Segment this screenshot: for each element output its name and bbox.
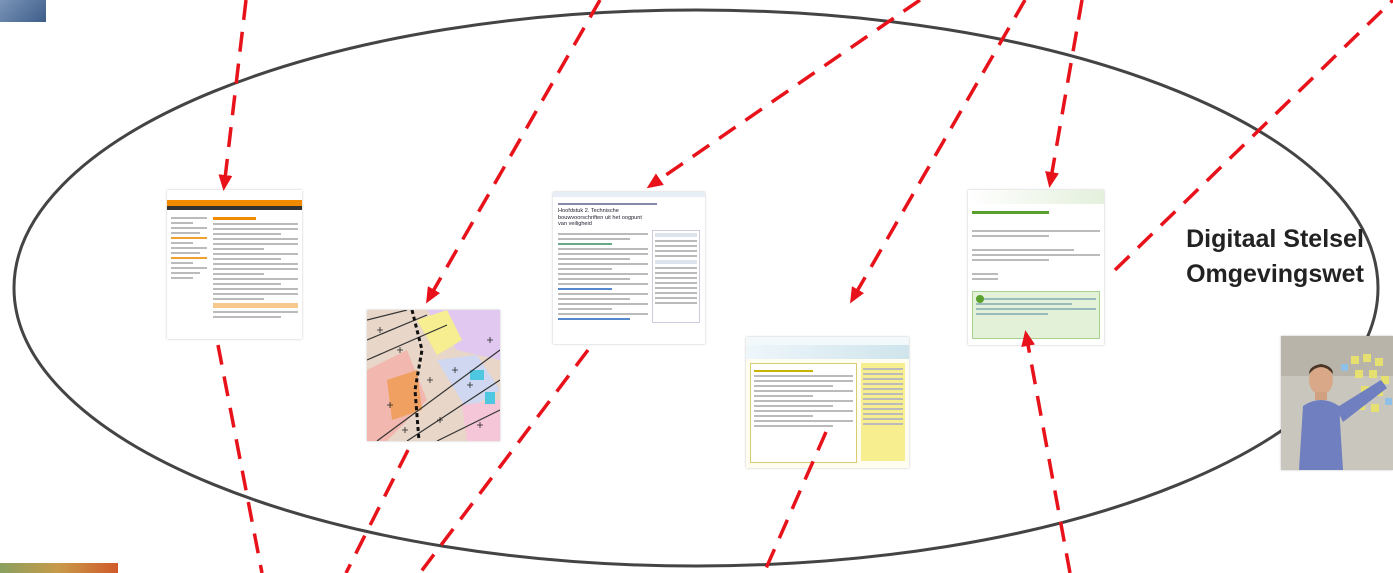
arrow-to-regulation-website [218,0,248,191]
arrow-to-building-code [646,0,921,189]
corner-photo-top-left [0,0,46,22]
chapter-heading: Hoofdstuk 2. Technische bouwvoorschrifte… [558,208,642,228]
arrow-from-bottom-to-quick-scan [1021,330,1072,573]
quick-scan-screenshot [968,190,1104,345]
title-line-1: Digitaal Stelsel [1186,225,1364,253]
arrow-line-from-zoning-map [344,449,410,573]
corner-photo-bottom-left [0,563,118,573]
permit-check-screenshot [746,337,909,468]
arrow-to-permit-check [850,0,1027,304]
arrow-line-from-regulation-website [216,344,264,573]
system-boundary-ellipse [12,8,1380,568]
arrow-line-from-quick-scan [1113,0,1393,272]
arrow-to-zoning-map [426,0,602,304]
arrow-line-from-building-code [418,348,590,573]
regulation-website-screenshot [167,190,302,339]
arrow-to-quick-scan [1045,0,1084,188]
title-line-2: Omgevingswet [1186,260,1364,288]
diagram-title: Digitaal Stelsel Omgevingswet [1160,222,1390,292]
arrow-line-from-permit-check [762,431,828,573]
presenter-photo [1281,336,1393,470]
zoning-map-fragment [367,310,500,441]
building-code-screenshot: Hoofdstuk 2. Technische bouwvoorschrifte… [553,192,705,344]
